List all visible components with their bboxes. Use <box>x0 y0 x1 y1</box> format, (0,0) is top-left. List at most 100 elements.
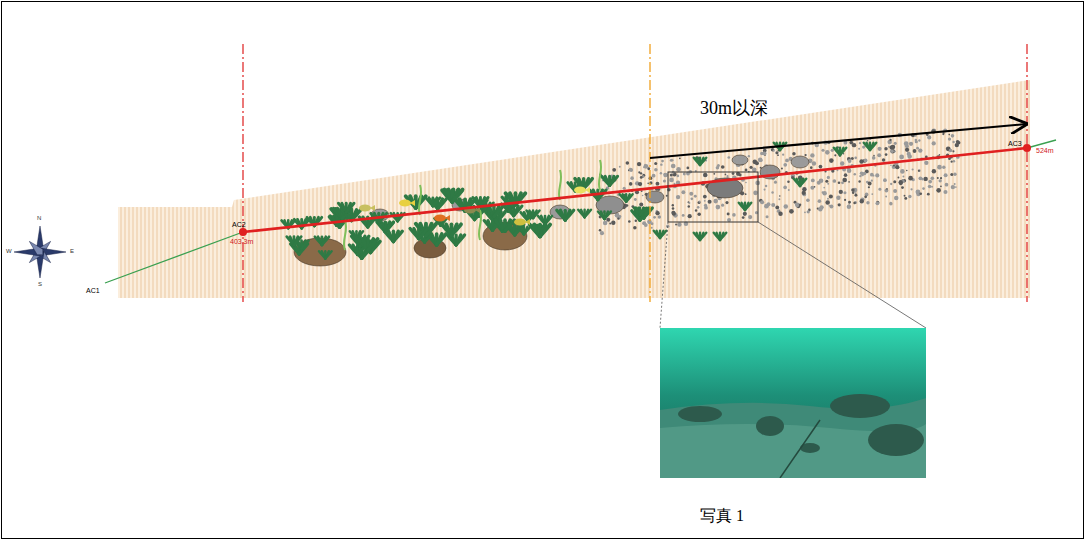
fish-tail <box>525 219 530 225</box>
pebble <box>671 164 676 169</box>
pebble <box>802 187 806 191</box>
pebble <box>918 139 920 141</box>
pebble <box>775 151 778 154</box>
pebble <box>682 214 685 217</box>
fish <box>434 215 446 222</box>
pebble <box>783 163 787 167</box>
pebble <box>910 188 912 190</box>
pebble <box>697 206 700 209</box>
pebble <box>866 201 869 204</box>
pebble <box>893 189 897 193</box>
pebble <box>951 134 955 138</box>
station-label: AC1 <box>86 287 100 294</box>
pebble <box>647 182 649 184</box>
pebble <box>864 159 868 163</box>
seabed-photo <box>660 328 926 478</box>
station-label: AC3 <box>1008 140 1022 148</box>
station-label: AC1 <box>86 287 100 295</box>
pebble <box>713 173 715 175</box>
pebble <box>771 148 775 152</box>
pebble <box>912 168 914 170</box>
pebble <box>822 191 826 195</box>
pebble <box>889 139 891 141</box>
pebble <box>944 173 948 177</box>
pebble <box>890 145 895 150</box>
rock <box>732 155 748 165</box>
pebble <box>810 153 814 157</box>
compass-letter: W <box>6 248 12 255</box>
pebble <box>630 176 634 180</box>
seaweed <box>714 233 720 240</box>
pebble <box>913 149 917 153</box>
seaweed <box>410 229 419 239</box>
pebble <box>851 188 855 192</box>
pebble <box>732 213 736 217</box>
compass-letter: N <box>37 215 41 221</box>
compass-letter: S <box>38 281 42 287</box>
pebble <box>953 160 955 162</box>
fish-tail <box>370 205 375 211</box>
photo-rock <box>756 416 784 436</box>
pebble <box>760 200 764 204</box>
pebble <box>679 157 681 159</box>
seaweed <box>654 231 660 238</box>
pebble <box>858 180 860 182</box>
pebble <box>882 158 886 162</box>
photo-panel: 写真 1 <box>660 328 926 527</box>
pebble <box>867 140 869 142</box>
pebble <box>697 213 700 216</box>
pebble <box>698 201 701 204</box>
pebble <box>904 195 906 197</box>
pebble <box>823 187 825 189</box>
pebble <box>902 176 904 178</box>
pebble <box>848 201 851 204</box>
pebble <box>642 221 646 225</box>
pebble <box>843 191 846 194</box>
pebble <box>672 159 674 161</box>
pebble <box>949 149 953 153</box>
pebble <box>612 168 616 172</box>
pebble <box>748 155 750 157</box>
pebble <box>663 173 667 177</box>
pebble <box>819 165 823 169</box>
rock <box>791 156 809 168</box>
seaweed <box>514 206 522 215</box>
pebble <box>904 141 909 146</box>
pebble <box>837 169 839 171</box>
kelp <box>599 160 601 190</box>
pebble <box>656 182 660 186</box>
photo-caption: 写真 1 <box>700 506 926 527</box>
pebble <box>603 221 608 226</box>
pebble <box>660 163 662 165</box>
pebble <box>829 194 833 198</box>
pebble <box>899 181 903 185</box>
pebble <box>851 157 854 160</box>
seaweed <box>442 190 452 202</box>
seaweed <box>565 210 573 220</box>
pebble <box>795 203 800 208</box>
pebble <box>758 157 762 161</box>
survey-line <box>105 232 243 283</box>
pebble <box>951 186 953 188</box>
seaweed <box>496 220 505 231</box>
fish-tail <box>410 200 415 206</box>
compass-letter: W <box>6 248 12 254</box>
pebble <box>950 173 953 176</box>
pebble <box>721 204 724 207</box>
pebble <box>804 154 806 156</box>
pebble <box>938 179 941 182</box>
pebble <box>782 154 784 156</box>
compass-letter: E <box>70 248 74 255</box>
pebble <box>825 200 830 205</box>
pebble <box>778 198 780 200</box>
pebble <box>897 177 899 179</box>
pebble <box>916 147 919 150</box>
seaweed <box>634 208 640 215</box>
pebble <box>918 148 922 152</box>
pebble <box>829 158 834 163</box>
compass-letter: E <box>70 248 74 254</box>
seaweed <box>604 212 610 219</box>
pebble <box>829 204 833 208</box>
seaweed <box>346 203 354 212</box>
